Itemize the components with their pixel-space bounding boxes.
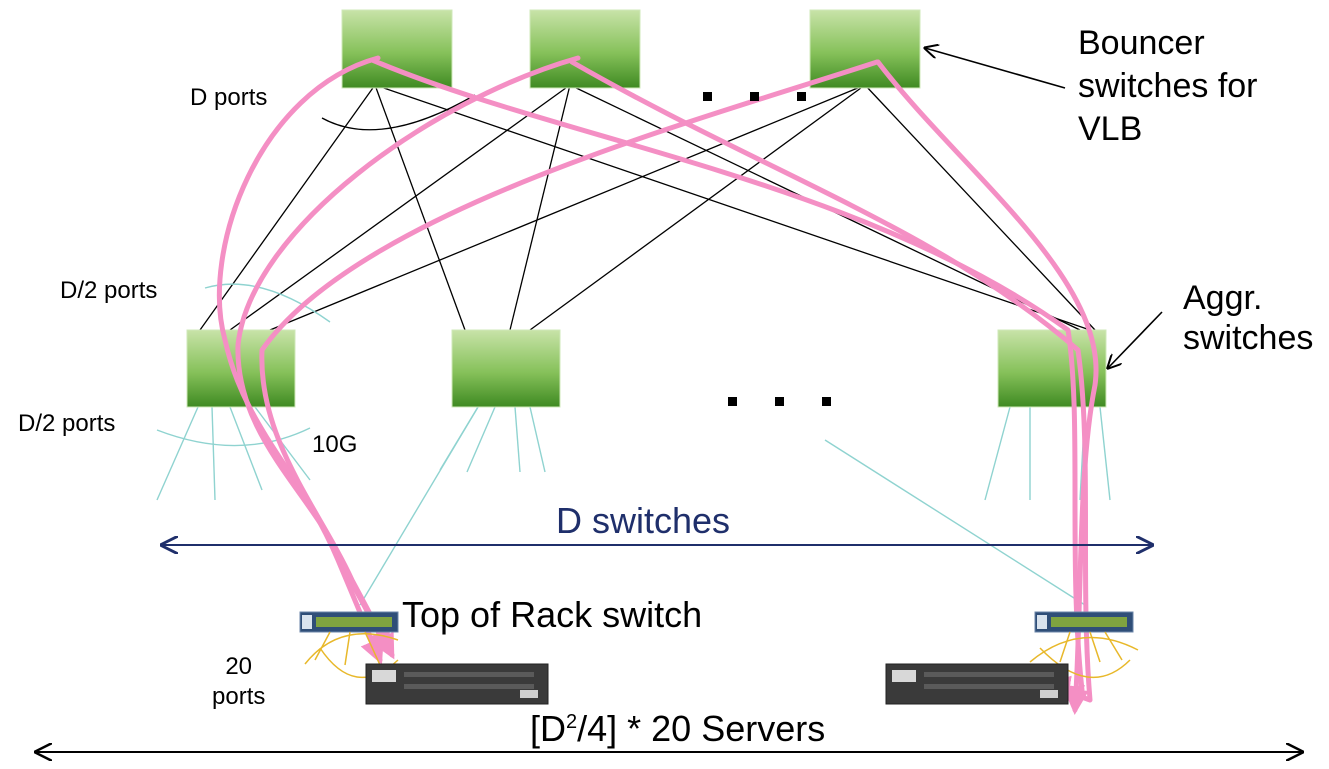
ten-g-label: 10G (312, 431, 358, 458)
twenty-ports-label: 20 ports (212, 652, 265, 712)
downlinks (156, 283, 1111, 606)
twenty-ports-line1: 20 (225, 653, 253, 680)
servers-total-label: [D2/4] * 20 Servers (530, 708, 825, 749)
core-links (199, 84, 1096, 331)
d-ports-label: D ports (190, 84, 268, 111)
bouncer-label: Bouncer switches for VLB (1078, 22, 1258, 151)
d-switches-label: D switches (556, 500, 731, 541)
bouncer-callout-arrow (925, 48, 1066, 89)
ellipsis-mid (728, 397, 831, 406)
bouncer-switches (341, 9, 921, 89)
bouncer-label-line2: switches for (1078, 67, 1258, 105)
aggr-label: Aggr. switches (1183, 278, 1313, 358)
aggr-callout-arrow (1108, 311, 1163, 368)
d2-ports-lower-label: D/2 ports (18, 410, 116, 437)
aggr-label-line2: switches (1183, 319, 1314, 357)
server-icon (885, 663, 1069, 705)
vlb-paths (216, 55, 1099, 715)
tor-label: Top of Rack switch (402, 594, 703, 635)
tor-port-arcs (304, 631, 1139, 679)
switch-box-icon (997, 329, 1107, 408)
tor-switches (299, 611, 1139, 679)
rack-switch-icon (299, 611, 399, 633)
switch-box-icon (341, 9, 453, 89)
bouncer-label-line3: VLB (1078, 110, 1143, 148)
twenty-ports-line2: ports (212, 683, 266, 710)
aggr-label-line1: Aggr. (1183, 279, 1263, 317)
switch-box-icon (451, 329, 561, 408)
switch-box-icon (529, 9, 641, 89)
servers-total-sup: 2 (566, 711, 578, 733)
servers-total-prefix: [D (530, 708, 566, 749)
rack-switch-icon (1034, 611, 1134, 633)
aggr-switches (186, 329, 1107, 408)
servers (365, 663, 1069, 705)
server-icon (365, 663, 549, 705)
ellipsis-top (703, 92, 806, 101)
servers-total-suffix: /4] * 20 Servers (577, 708, 826, 749)
bouncer-label-line1: Bouncer (1078, 24, 1205, 62)
d2-ports-upper-label: D/2 ports (60, 277, 158, 304)
